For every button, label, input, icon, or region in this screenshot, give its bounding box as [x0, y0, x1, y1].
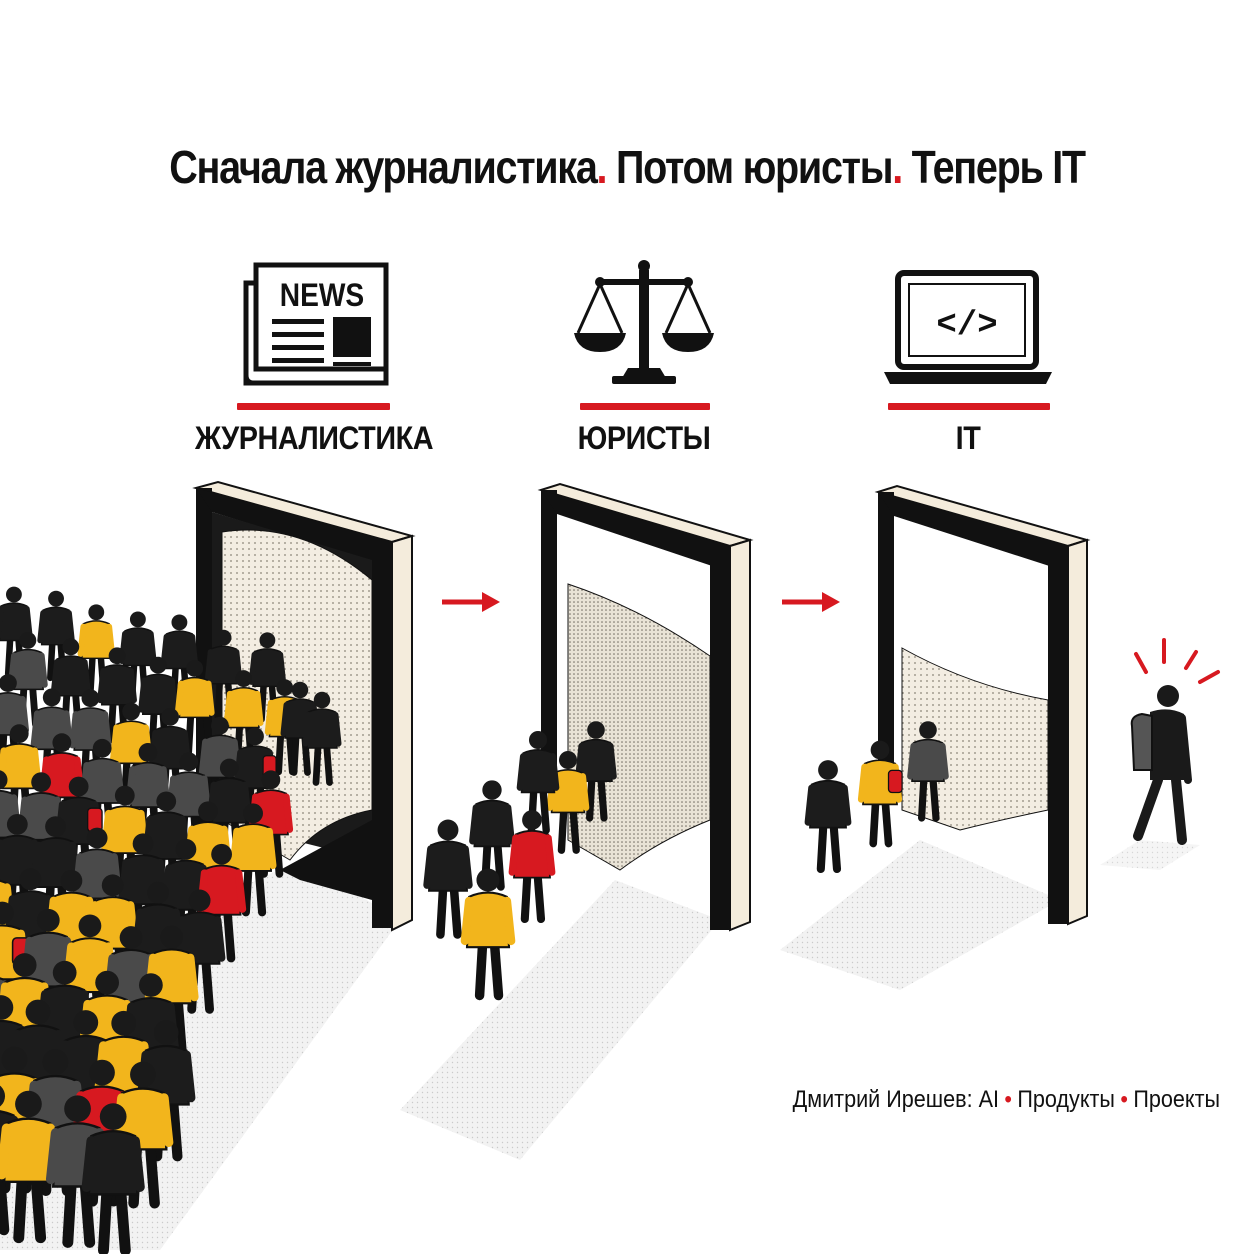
person-figure	[302, 691, 342, 786]
floor-shadow	[1100, 840, 1200, 870]
person-figure	[857, 740, 903, 848]
newspaper-icon-text: NEWS	[280, 278, 364, 313]
floor-shadow	[780, 840, 1060, 990]
footer-products: Продукты	[1017, 1086, 1115, 1113]
footer-projects: Проекты	[1133, 1086, 1220, 1113]
title-part-journalism: Сначала журналистика	[169, 141, 598, 193]
title-separator-dot: .	[596, 141, 608, 193]
arrow-icon	[442, 592, 500, 612]
category-label-lawyers: ЮРИСТЫ	[577, 420, 711, 456]
person-figure	[81, 1103, 145, 1254]
door-it	[874, 484, 1091, 926]
crowd	[0, 586, 949, 1254]
person-figure	[508, 810, 556, 924]
category-label-it: IT	[955, 420, 981, 456]
laptop-code-text: </>	[936, 307, 997, 345]
laptop-code-icon: </>	[884, 270, 1052, 384]
it-underline	[888, 403, 1050, 410]
journalism-underline	[237, 403, 390, 410]
floor-shadow	[400, 880, 720, 1160]
person-figure	[516, 730, 560, 834]
title-part-it: Теперь IT	[911, 141, 1086, 193]
person-figure	[907, 721, 949, 822]
lone-walker	[1130, 638, 1220, 845]
lawyers-underline	[580, 403, 710, 410]
person-figure	[804, 760, 852, 874]
person-figure	[460, 868, 516, 1001]
footer-separator: •	[1120, 1086, 1128, 1113]
person-figure	[229, 803, 277, 917]
person-figure	[37, 590, 75, 682]
footer-author: Дмитрий Ирешев: AI	[792, 1086, 999, 1113]
person-figure	[469, 780, 515, 891]
scales-of-justice-icon	[574, 260, 714, 384]
page-title: Сначала журналистика. Потом юристы. Тепе…	[88, 140, 1166, 194]
title-part-lawyers: Потом юристы	[615, 141, 894, 193]
newspaper-icon: NEWS	[243, 262, 389, 386]
person-figure	[173, 889, 226, 1014]
category-label-journalism: ЖУРНАЛИСТИКА	[194, 420, 434, 456]
person-figure	[423, 819, 473, 939]
footer-credit: Дмитрий Ирешев: AI•Продукты•Проекты	[752, 1086, 1220, 1114]
footer-separator: •	[1004, 1086, 1012, 1113]
arrow-icon	[782, 592, 840, 612]
title-separator-dot: .	[892, 141, 903, 193]
door-lawyers	[537, 482, 754, 932]
person-figure	[223, 670, 264, 767]
